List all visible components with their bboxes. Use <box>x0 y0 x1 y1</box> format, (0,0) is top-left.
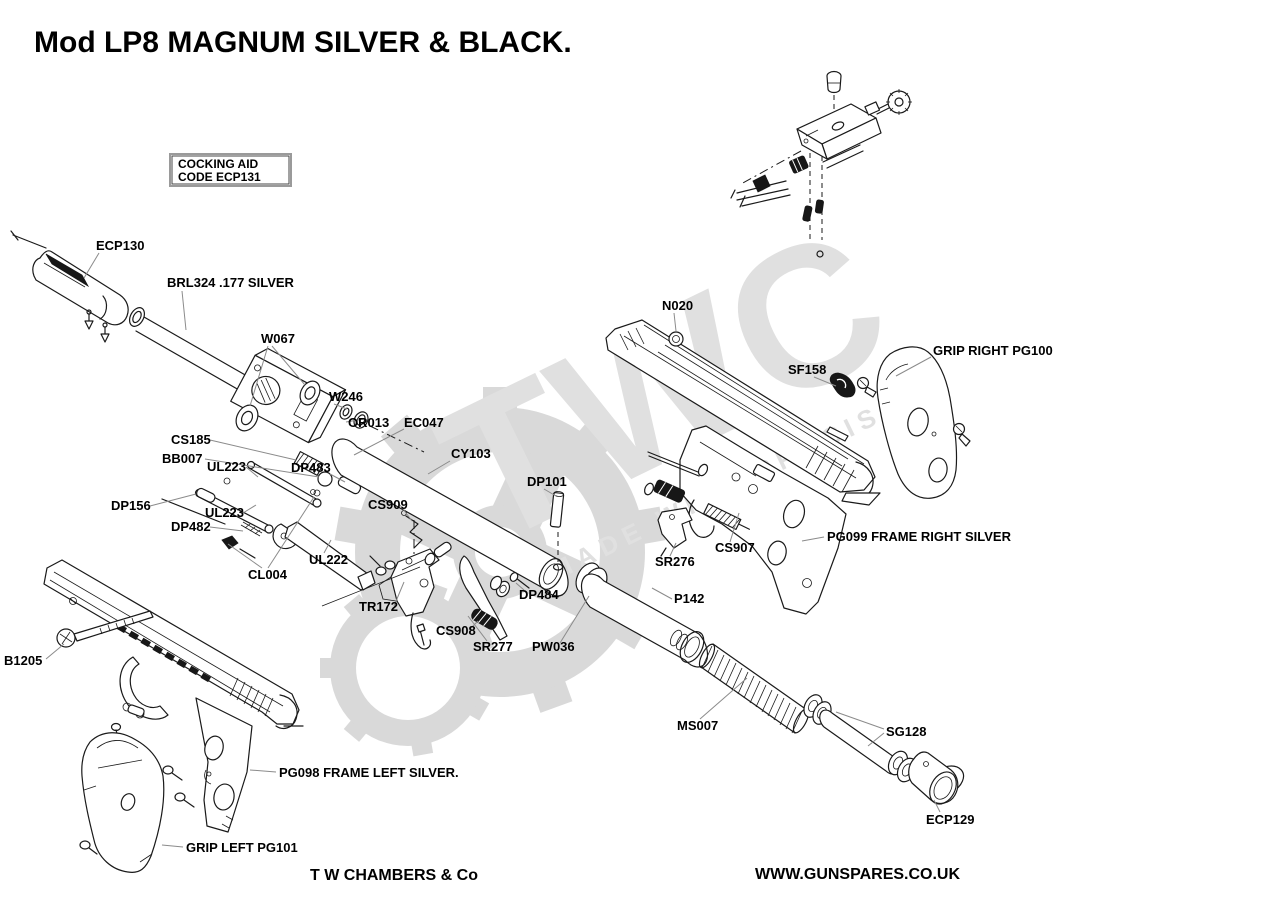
label-sg128: SG128 <box>886 724 926 739</box>
label-dp101: DP101 <box>527 474 567 489</box>
label-ec047: EC047 <box>404 415 444 430</box>
label-cs908: CS908 <box>436 623 476 638</box>
label-pg098-frame-left: PG098 FRAME LEFT SILVER. <box>279 765 459 780</box>
frame-right-drawing <box>605 250 881 615</box>
label-b1205: B1205 <box>4 653 42 668</box>
frame-left-drawing <box>43 559 304 833</box>
grip-right-drawing <box>876 346 971 499</box>
label-tr172: TR172 <box>359 599 398 614</box>
label-sf158: SF158 <box>788 362 826 377</box>
label-w246: W246 <box>329 389 363 404</box>
cylinder-piston-drawing <box>331 438 965 805</box>
page-title: Mod LP8 MAGNUM SILVER & BLACK. <box>34 26 572 59</box>
label-cs909: CS909 <box>368 497 408 512</box>
label-bb007: BB007 <box>162 451 202 466</box>
grip-left-drawing <box>79 732 195 873</box>
label-ul223-b: UL223 <box>205 505 244 520</box>
footer-website: WWW.GUNSPARES.CO.UK <box>755 866 960 883</box>
label-pw036: PW036 <box>532 639 575 654</box>
label-sr277: SR277 <box>473 639 513 654</box>
label-ecp130: ECP130 <box>96 238 144 253</box>
rear-sight-assembly-drawing <box>730 70 912 240</box>
label-dp483: DP483 <box>291 460 331 475</box>
label-pg099-frame-right: PG099 FRAME RIGHT SILVER <box>827 529 1012 544</box>
label-dp482: DP482 <box>171 519 211 534</box>
label-grip-left-pg101: GRIP LEFT PG101 <box>186 840 298 855</box>
trigger-group-drawing <box>321 510 530 650</box>
label-cs185: CS185 <box>171 432 211 447</box>
label-dp156: DP156 <box>111 498 151 513</box>
part-labels: ECP130 BRL324 .177 SILVER W067 W246 OR01… <box>4 238 1053 855</box>
note-line1: COCKING AID <box>178 157 259 171</box>
leader-lines <box>45 252 941 848</box>
label-dp484: DP484 <box>519 587 560 602</box>
note-line2: CODE ECP131 <box>178 170 261 184</box>
label-sr276: SR276 <box>655 554 695 569</box>
label-p142: P142 <box>674 591 704 606</box>
label-w067: W067 <box>261 331 295 346</box>
label-cy103: CY103 <box>451 446 491 461</box>
label-ms007: MS007 <box>677 718 718 733</box>
label-brl324: BRL324 .177 SILVER <box>167 275 295 290</box>
label-ul223-a: UL223 <box>207 459 246 474</box>
label-grip-right-pg100: GRIP RIGHT PG100 <box>933 343 1053 358</box>
cocking-aid-note-box: COCKING AID CODE ECP131 <box>169 153 292 187</box>
barrel-assembly-drawing <box>10 230 248 391</box>
label-ecp129: ECP129 <box>926 812 974 827</box>
label-cl004: CL004 <box>248 567 288 582</box>
label-n020: N020 <box>662 298 693 313</box>
footer-company: T W CHAMBERS & Co <box>310 867 478 884</box>
label-cs907: CS907 <box>715 540 755 555</box>
label-ul222: UL222 <box>309 552 348 567</box>
label-or013: OR013 <box>348 415 389 430</box>
